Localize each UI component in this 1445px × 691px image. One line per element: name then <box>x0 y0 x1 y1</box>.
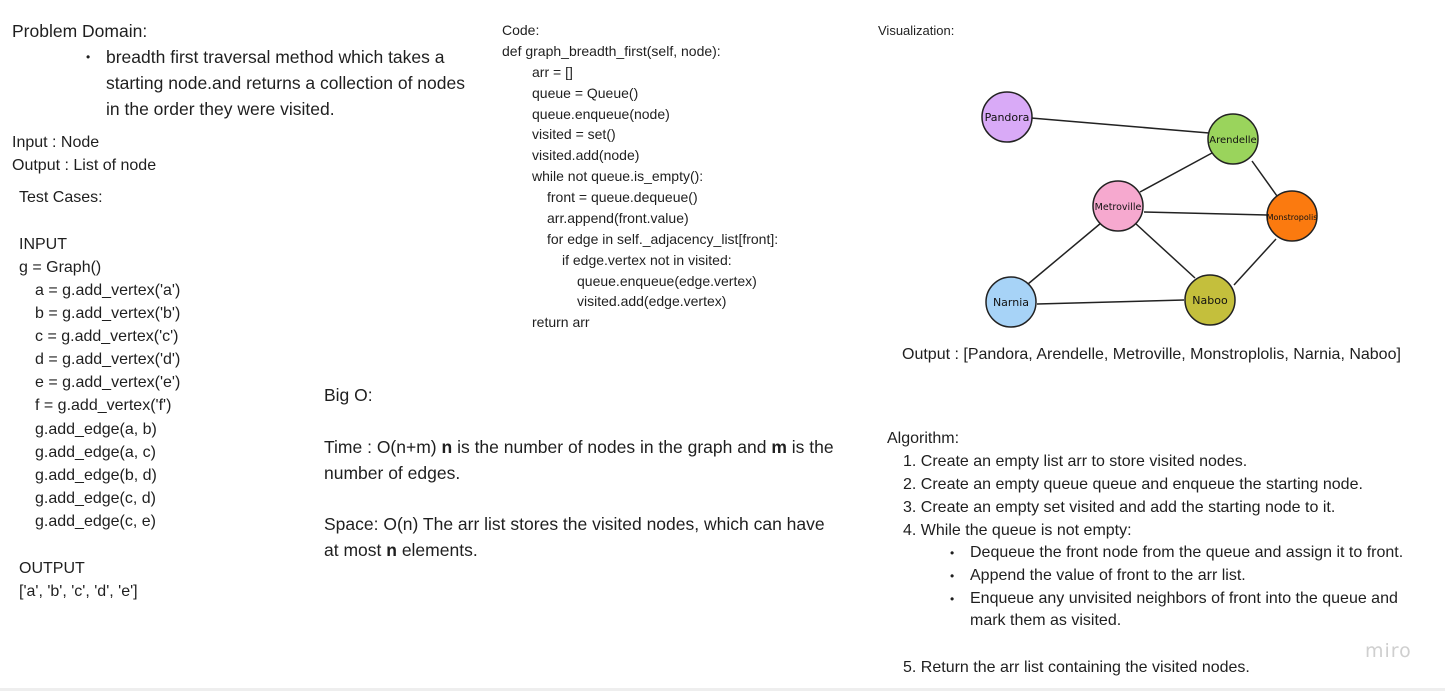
miro-watermark: miro <box>1365 640 1412 662</box>
problem-domain-title: Problem Domain: <box>12 21 148 41</box>
algorithm-step: 3. Create an empty set visited and add t… <box>903 499 1336 516</box>
test-line: g.add_edge(a, b) <box>35 421 157 438</box>
node-label-naboo: Naboo <box>1192 294 1228 307</box>
edge-narnia-naboo <box>1036 299 1185 305</box>
node-label-monstropolis: Monstropolis <box>1267 213 1318 222</box>
algorithm-step: 2. Create an empty queue queue and enque… <box>903 476 1363 493</box>
bigo-time-suffix: is the number of edges. <box>324 437 834 483</box>
code-line: front = queue.dequeue() <box>547 189 698 205</box>
code-line: queue.enqueue(node) <box>532 106 670 122</box>
test-line: g.add_edge(a, c) <box>35 444 156 461</box>
code-line: while not queue.is_empty(): <box>532 168 704 184</box>
test-cases-title: Test Cases: <box>19 189 103 206</box>
node-naboo <box>1184 274 1236 326</box>
test-line: c = g.add_vertex('c') <box>35 328 179 345</box>
test-line: g.add_edge(c, d) <box>35 490 156 507</box>
graph-diagram: Pandora Arendelle Metroville Monstropoli… <box>981 91 1318 328</box>
algorithm-step: 5. Return the arr list containing the vi… <box>903 659 1250 676</box>
edge-monstropolis-naboo <box>1233 238 1277 286</box>
bigo-time-n: n <box>441 437 453 457</box>
node-metroville <box>1092 180 1144 232</box>
code-line: arr.append(front.value) <box>547 210 689 226</box>
code-line: arr = [] <box>532 64 573 80</box>
bigo-space: Space: O(n) The arr list stores the visi… <box>324 511 834 563</box>
code-line: queue = Queue() <box>532 85 639 101</box>
code-line: queue.enqueue(edge.vertex) <box>577 273 757 289</box>
code-line: visited = set() <box>532 126 616 142</box>
bigo-time-mid: is the number of nodes in the graph and <box>452 437 772 457</box>
bigo-time: Time : O(n+m) n is the number of nodes i… <box>324 434 859 486</box>
bottom-divider <box>0 688 1445 691</box>
bigo-space-suffix: elements. <box>396 540 478 560</box>
problem-bullet-list: breadth first traversal method which tak… <box>86 44 478 122</box>
node-narnia <box>985 276 1037 328</box>
node-arendelle <box>1207 113 1259 165</box>
input-label: Input : Node <box>12 134 100 151</box>
algorithm-substep: Append the value of front to the arr lis… <box>950 565 1428 587</box>
node-label-metroville: Metroville <box>1095 202 1142 213</box>
test-line: b = g.add_vertex('b') <box>35 305 181 322</box>
output-label: Output : List of node <box>12 157 157 174</box>
node-label-pandora: Pandora <box>985 111 1030 124</box>
algorithm-substep: Enqueue any unvisited neighbors of front… <box>950 588 1428 632</box>
test-input-label: INPUT <box>19 236 67 253</box>
problem-bullet: breadth first traversal method which tak… <box>86 44 478 122</box>
code-title: Code: <box>502 22 540 38</box>
test-line: a = g.add_vertex('a') <box>35 282 181 299</box>
bigo-time-m: m <box>771 437 787 457</box>
bigo-time-prefix: Time : O(n+m) <box>324 437 437 457</box>
edge-metroville-narnia <box>1027 222 1102 285</box>
code-line: if edge.vertex not in visited: <box>562 252 732 268</box>
test-line: g.add_edge(c, e) <box>35 513 156 530</box>
edge-metroville-naboo <box>1134 222 1196 279</box>
edge-pandora-arendelle <box>1030 117 1210 134</box>
test-output-label: OUTPUT <box>19 560 85 577</box>
test-line: g.add_edge(b, d) <box>35 467 157 484</box>
node-label-arendelle: Arendelle <box>1209 135 1256 146</box>
visualization-output: Output : [Pandora, Arendelle, Metroville… <box>902 346 1401 363</box>
node-monstropolis <box>1266 190 1318 242</box>
code-line: return arr <box>532 314 590 330</box>
bigo-title: Big O: <box>324 385 373 405</box>
node-label-narnia: Narnia <box>993 296 1029 309</box>
algorithm-step: 1. Create an empty list arr to store vis… <box>903 453 1248 470</box>
edge-arendelle-metroville <box>1139 152 1213 193</box>
test-output-value: ['a', 'b', 'c', 'd', 'e'] <box>19 583 138 600</box>
visualization-title: Visualization: <box>878 23 955 38</box>
bigo-space-n: n <box>386 540 397 560</box>
bigo-space-prefix: Space: O(n) The arr list stores the visi… <box>324 514 825 560</box>
node-pandora <box>981 91 1033 143</box>
code-line: visited.add(node) <box>532 147 640 163</box>
test-line: g = Graph() <box>19 259 102 276</box>
algorithm-substep: Dequeue the front node from the queue an… <box>950 542 1428 564</box>
test-line: d = g.add_vertex('d') <box>35 351 181 368</box>
edge-arendelle-monstropolis <box>1251 160 1278 197</box>
test-line: e = g.add_vertex('e') <box>35 374 181 391</box>
test-line: f = g.add_vertex('f') <box>35 397 172 414</box>
code-line: def graph_breadth_first(self, node): <box>502 43 721 59</box>
edge-metroville-monstropolis <box>1143 211 1268 216</box>
code-line: for edge in self._adjacency_list[front]: <box>547 231 779 247</box>
algorithm-substeps: Dequeue the front node from the queue an… <box>950 542 1428 632</box>
code-line: visited.add(edge.vertex) <box>577 293 727 309</box>
algorithm-step: 4. While the queue is not empty: <box>903 522 1132 539</box>
algorithm-title: Algorithm: <box>887 430 960 447</box>
